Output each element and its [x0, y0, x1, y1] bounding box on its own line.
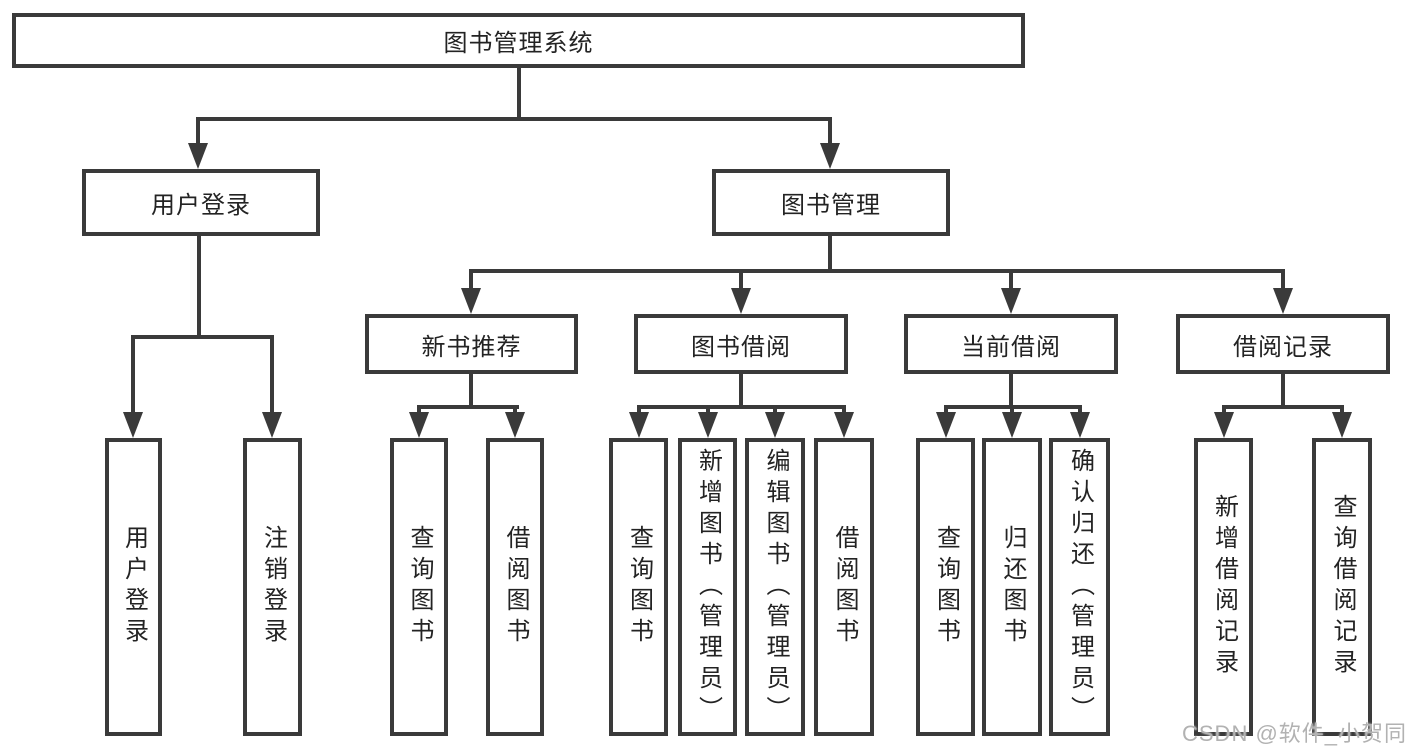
connector-drop-leaf	[270, 335, 274, 414]
arrowhead-down-icon	[1002, 412, 1022, 438]
leaf-label: 确认归还（管理员）	[1066, 447, 1094, 727]
leaf-label: 查询图书	[406, 525, 433, 649]
arrowhead-down-icon	[936, 412, 956, 438]
leaf-label: 借阅图书	[831, 525, 858, 649]
leaf-label: 查询图书	[932, 525, 960, 649]
node-book-borrow: 图书借阅	[634, 314, 848, 374]
connector-drop-leaf	[773, 405, 777, 417]
node-current-borrow: 当前借阅	[904, 314, 1118, 374]
leaf-label: 查询借阅记录	[1329, 494, 1356, 680]
connector-root-hline	[196, 117, 832, 121]
arrowhead-down-icon	[409, 412, 429, 438]
connector-userlogin-stem	[197, 234, 201, 339]
watermark: CSDN @软件_小贺同学	[1182, 721, 1405, 746]
node-library-management-system: 图书管理系统	[12, 13, 1025, 68]
arrowhead-down-icon	[123, 412, 143, 438]
arrowhead-down-icon	[1273, 288, 1293, 314]
node-label: 用户登录	[151, 192, 251, 219]
connector-drop-new-book	[469, 269, 473, 291]
connector-drop-book-borrow	[739, 269, 743, 291]
node-user-login: 用户登录	[82, 169, 320, 236]
connector-drop-borrow-records	[1281, 269, 1285, 291]
connector-userlogin-hline	[131, 335, 274, 339]
connector-drop-current-borrow	[1009, 269, 1013, 291]
node-borrow-records: 借阅记录	[1176, 314, 1390, 374]
arrowhead-down-icon	[1332, 412, 1352, 438]
leaf-add-book-admin: 新增图书（管理员）	[678, 438, 737, 736]
connector-drop-book-management	[828, 117, 832, 147]
node-label: 图书借阅	[691, 333, 791, 361]
arrowhead-down-icon	[629, 412, 649, 438]
leaf-label: 查询图书	[625, 525, 653, 649]
leaf-label: 用户登录	[120, 525, 148, 649]
connector-borrowrecords-hline	[1222, 405, 1344, 409]
arrowhead-down-icon	[1214, 412, 1234, 438]
leaf-query-books-borrow: 查询图书	[609, 438, 668, 736]
arrowhead-down-icon	[1001, 288, 1021, 314]
connector-drop-leaf	[1222, 405, 1226, 417]
connector-drop-leaf	[417, 405, 421, 417]
connector-drop-leaf	[842, 405, 846, 417]
leaf-query-borrow-record: 查询借阅记录	[1312, 438, 1372, 736]
node-new-book-recommend: 新书推荐	[365, 314, 578, 374]
connector-borrowrecords-stem	[1281, 372, 1285, 409]
connector-drop-leaf	[637, 405, 641, 417]
leaf-edit-book-admin: 编辑图书（管理员）	[745, 438, 805, 736]
node-label: 借阅记录	[1233, 333, 1333, 361]
leaf-label: 新增图书（管理员）	[694, 447, 722, 727]
leaf-query-books-current: 查询图书	[916, 438, 975, 736]
arrowhead-down-icon	[505, 412, 525, 438]
leaf-confirm-return-admin: 确认归还（管理员）	[1049, 438, 1110, 736]
arrowhead-down-icon	[262, 412, 282, 438]
leaf-borrow-books: 借阅图书	[814, 438, 874, 736]
leaf-label: 新增借阅记录	[1210, 494, 1238, 680]
connector-newbook-hline	[417, 405, 519, 409]
connector-drop-leaf	[1078, 405, 1082, 417]
leaf-label: 编辑图书（管理员）	[762, 447, 789, 727]
arrowhead-down-icon	[834, 412, 854, 438]
connector-drop-leaf	[131, 335, 135, 414]
node-label: 新书推荐	[421, 333, 522, 361]
connector-root-stem	[517, 66, 521, 121]
leaf-user-login: 用户登录	[105, 438, 162, 736]
leaf-logout: 注销登录	[243, 438, 302, 736]
arrowhead-down-icon	[1070, 412, 1090, 438]
node-label: 图书管理	[781, 192, 881, 219]
node-book-management: 图书管理	[712, 169, 950, 236]
connector-currentborrow-stem	[1009, 372, 1013, 409]
connector-drop-leaf	[706, 405, 710, 417]
arrowhead-down-icon	[765, 412, 785, 438]
connector-bookmgmt-hline	[469, 269, 1285, 273]
leaf-add-borrow-record: 新增借阅记录	[1194, 438, 1253, 736]
leaf-label: 归还图书	[999, 525, 1026, 649]
connector-drop-leaf	[1340, 405, 1344, 417]
leaf-return-books: 归还图书	[982, 438, 1042, 736]
connector-bookmgmt-stem	[828, 234, 832, 273]
connector-drop-user-login	[196, 117, 200, 147]
arrowhead-down-icon	[461, 288, 481, 314]
arrowhead-down-icon	[820, 143, 840, 169]
connector-newbook-stem	[469, 372, 473, 409]
arrowhead-down-icon	[698, 412, 718, 438]
node-label: 当前借阅	[961, 333, 1061, 361]
leaf-query-books-recommend: 查询图书	[390, 438, 448, 736]
leaf-borrow-books-recommend: 借阅图书	[486, 438, 544, 736]
arrowhead-down-icon	[188, 143, 208, 169]
connector-drop-leaf	[1010, 405, 1014, 417]
connector-bookborrow-hline	[637, 405, 846, 409]
arrowhead-down-icon	[731, 288, 751, 314]
connector-drop-leaf	[513, 405, 517, 417]
connector-bookborrow-stem	[739, 372, 743, 409]
leaf-label: 注销登录	[259, 525, 287, 649]
leaf-label: 借阅图书	[502, 525, 529, 649]
connector-drop-leaf	[944, 405, 948, 417]
node-label: 图书管理系统	[443, 30, 594, 57]
